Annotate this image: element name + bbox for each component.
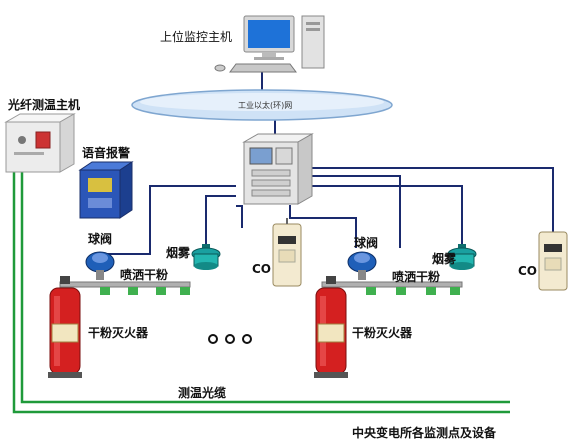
spray-pipe (321, 281, 463, 295)
ball-valve-label-1: 球阀 (88, 232, 113, 246)
extinguisher-label-1: 干粉灭火器 (88, 326, 149, 340)
spray-pipe (59, 281, 191, 295)
ellipsis-dots (208, 334, 252, 344)
smoke-detector-icon (447, 244, 477, 270)
spray-powder-label-2: 喷洒干粉 (392, 270, 441, 284)
fire-extinguisher-icon (48, 276, 82, 378)
ball-valve-icon (347, 251, 377, 280)
voice-alarm-label: 语音报警 (82, 146, 131, 160)
fire-extinguisher-icon (314, 276, 348, 378)
smoke-label-1: 烟雾 (166, 246, 191, 260)
co-label-1: CO (252, 262, 272, 276)
voice-alarm-box-icon (78, 161, 134, 219)
monitoring-cabinet-icon (242, 133, 314, 205)
ball-valve-label-2: 球阀 (354, 236, 379, 250)
desktop-computer-icon (214, 15, 325, 73)
smoke-label-2: 烟雾 (432, 252, 457, 266)
co-sensor-icon (272, 218, 302, 287)
fiber-host-label: 光纤测温主机 (8, 98, 81, 112)
network-lines (99, 70, 554, 265)
spray-powder-label-1: 喷洒干粉 (120, 268, 169, 282)
fiber-cable-label: 测温光缆 (178, 386, 227, 400)
fiber-host-cabinet-icon (4, 113, 76, 173)
co-sensor-icon (538, 231, 568, 291)
smoke-detector-icon (191, 244, 221, 270)
extinguisher-label-2: 干粉灭火器 (352, 326, 413, 340)
ball-valve-icon (85, 251, 115, 280)
fiber-cable-lines (12, 170, 510, 414)
co-label-2: CO (518, 264, 538, 278)
pc-host-label: 上位监控主机 (160, 30, 233, 44)
footer-label: 中央变电所各监测点及设备 (352, 426, 497, 440)
ethernet-label: 工业以太(环)网 (238, 101, 293, 110)
